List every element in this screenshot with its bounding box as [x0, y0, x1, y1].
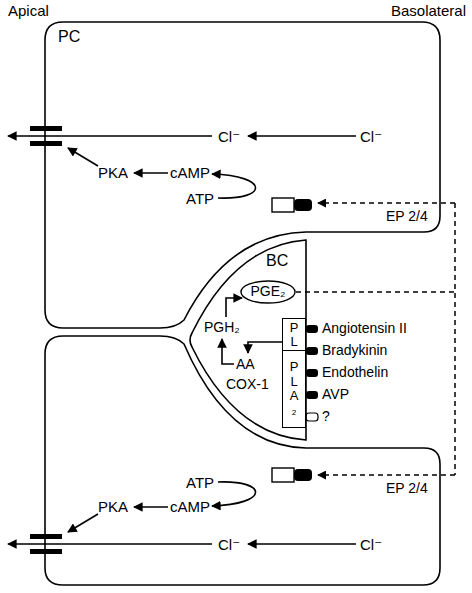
- cell-label: PC: [58, 28, 80, 46]
- dashed-signal: [296, 203, 455, 475]
- text-label: ATP: [186, 474, 214, 491]
- text-label: Cl⁻: [218, 536, 240, 553]
- text-label: COX-1: [226, 376, 269, 392]
- text-label: ATP: [186, 190, 214, 207]
- enzyme-box: PL: [282, 318, 306, 352]
- text-label: Cl⁻: [360, 536, 382, 553]
- text-label: PKA: [98, 498, 128, 515]
- text-label: Apical: [8, 2, 49, 19]
- text-label: Cl⁻: [360, 128, 382, 145]
- text-label: EP 2/4: [386, 480, 428, 496]
- membrane: [190, 240, 306, 440]
- membrane: [45, 22, 440, 328]
- flux-arrows: [8, 136, 356, 544]
- text-label: cAMP: [170, 498, 210, 515]
- ellipse-node: PGE₂: [240, 280, 296, 304]
- enzyme-box: PLA₂: [282, 350, 306, 428]
- text-label: PKA: [98, 164, 128, 181]
- text-label: Bradykinin: [322, 342, 387, 358]
- enzyme-label: PL: [288, 321, 301, 350]
- text-label: AA: [236, 356, 255, 372]
- text-label: AVP: [322, 386, 349, 402]
- text-label: PGH₂: [204, 319, 240, 335]
- text-label: Angiotensin II: [322, 320, 407, 336]
- text-label: cAMP: [170, 164, 210, 181]
- cell-outline: [45, 336, 440, 585]
- text-label: Cl⁻: [218, 128, 240, 145]
- text-label: Endothelin: [322, 364, 388, 380]
- metabolite-label: PGE₂: [251, 284, 286, 299]
- cell-outline: BC PGE₂ PL PLA₂: [184, 236, 308, 446]
- chloride-channel: [30, 126, 62, 554]
- ellipse-outline: [241, 281, 295, 303]
- cell-label: BC: [266, 252, 288, 270]
- text-label: Basolateral: [391, 2, 466, 19]
- enzyme-label: PLA₂: [288, 360, 301, 417]
- text-label: ?: [322, 408, 330, 424]
- text-label: EP 2/4: [386, 208, 428, 224]
